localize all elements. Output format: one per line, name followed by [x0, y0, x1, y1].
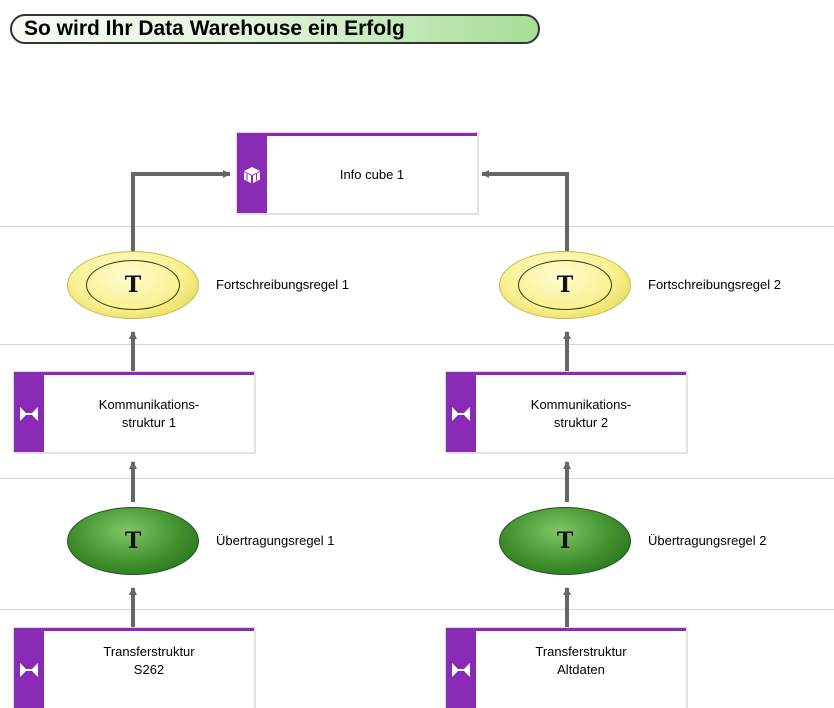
update-rule-1-node[interactable]: T — [67, 251, 199, 319]
comm-structure-1-node[interactable]: Kommunikations- struktur 1 — [14, 372, 254, 452]
comm-structure-2-node[interactable]: Kommunikations- struktur 2 — [446, 372, 686, 452]
connector-update-2-to-cube — [481, 170, 569, 252]
update-rule-2-ring — [518, 260, 612, 310]
transfer-rule-1-letter: T — [124, 528, 142, 554]
transfer-rule-1-label: Übertragungsregel 1 — [216, 533, 335, 548]
transfer-structure-2-label: Transferstruktur Altdaten — [535, 643, 627, 677]
comm-structure-2-label: Kommunikations- struktur 2 — [530, 396, 632, 430]
info-cube-node[interactable]: Info cube 1 — [237, 133, 477, 213]
transfer-structure-1-strip — [14, 631, 44, 708]
transfer-rule-2-node[interactable]: T — [499, 507, 631, 575]
transfer-structure-2-strip — [446, 631, 476, 708]
transfer-structure-1-node[interactable]: Transferstruktur S262 — [14, 628, 254, 708]
transfer-structure-1-label: Transferstruktur S262 — [103, 643, 195, 677]
update-rule-1-label: Fortschreibungsregel 1 — [216, 277, 349, 292]
info-cube-label: Info cube 1 — [339, 166, 405, 182]
transfer-rule-2-letter: T — [556, 528, 574, 554]
lane-divider — [0, 226, 834, 227]
structure-icon — [20, 662, 38, 677]
update-rule-1-ring — [86, 260, 180, 310]
info-cube-icon — [244, 166, 260, 183]
diagram-title: So wird Ihr Data Warehouse ein Erfolg — [10, 14, 540, 44]
update-rule-2-node[interactable]: T — [499, 251, 631, 319]
connector-update-1-to-cube — [131, 170, 231, 252]
update-rule-2-letter: T — [556, 272, 574, 298]
structure-icon — [452, 406, 470, 421]
lane-divider — [0, 478, 834, 479]
transfer-rule-2-label: Übertragungsregel 2 — [648, 533, 767, 548]
structure-icon — [452, 662, 470, 677]
transfer-rule-1-node[interactable]: T — [67, 507, 199, 575]
lane-divider — [0, 344, 834, 345]
comm-structure-1-label: Kommunikations- struktur 1 — [98, 396, 200, 430]
info-cube-strip — [237, 136, 267, 213]
update-rule-2-label: Fortschreibungsregel 2 — [648, 277, 781, 292]
structure-icon — [20, 406, 38, 421]
comm-structure-1-strip — [14, 375, 44, 452]
update-rule-1-letter: T — [124, 272, 142, 298]
transfer-structure-2-node[interactable]: Transferstruktur Altdaten — [446, 628, 686, 708]
lane-divider — [0, 609, 834, 610]
comm-structure-2-strip — [446, 375, 476, 452]
